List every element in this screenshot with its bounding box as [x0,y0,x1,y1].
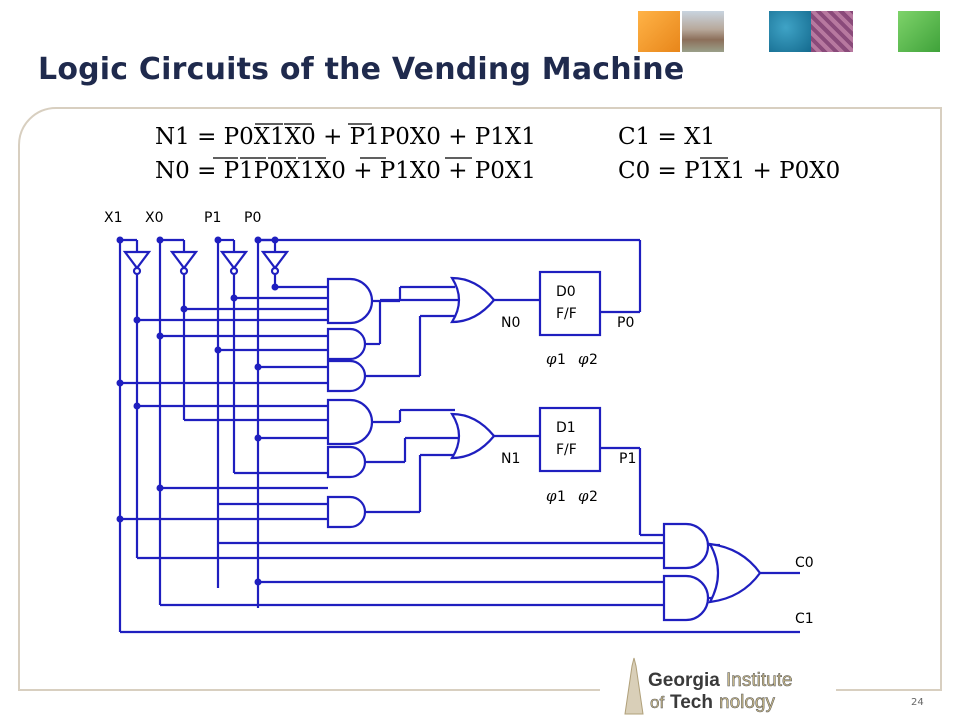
logo-text-georgia: Georgia [648,670,720,691]
flipflop-d1-name: D1 [556,420,576,436]
output-label-c0: C0 [795,555,814,571]
georgia-tech-logo: Georgia Institute of Tech nology [620,656,820,716]
or-gate-n1 [449,412,496,460]
flipflop-d0-clk2: 2 [589,352,598,368]
flipflop-d1 [538,406,602,473]
inverter-gates [122,250,290,276]
header-tile-circuit-photo [811,11,853,52]
input-rails [118,238,277,632]
logo-text-institute: Institute [726,670,793,691]
header-tile-blue [769,11,811,52]
phi-symbol-icon: φ [578,350,589,368]
header-tile-green [898,11,940,52]
input-label-x1: X1 [104,210,123,226]
slide-title: Logic Circuits of the Vending Machine [38,52,685,87]
equation-n0: N0 = P1P0X1X0 + P1X0 + P0X1 [155,158,536,184]
and-gates-c0 [662,522,710,622]
and-group-1-inputs [120,285,328,385]
page-number: 24 [911,697,924,708]
equation-n1: N1 = P0X1X0 + P1P0X0 + P1X1 [155,124,536,150]
or-gate-n0 [449,276,496,324]
equation-c1: C1 = X1 [618,124,715,150]
flipflop-d1-output-label: P1 [619,451,636,467]
and-gates-n1 [326,398,374,529]
and-to-or-n1-wires [365,408,540,514]
flipflop-d0-input-label: N0 [501,315,520,331]
phi-symbol-icon: φ [546,487,557,505]
svg-text:N0 = P1P0X1X0 + P1X0 + P0X1: N0 = P1P0X1X0 + P1X0 + P0X1 [155,158,536,184]
flipflop-d1-type: F/F [556,442,577,458]
input-label-p0: P0 [244,210,261,226]
phi-symbol-icon: φ [546,350,557,368]
flipflop-d1-clk1: 1 [557,489,566,505]
equation-overbars [213,123,728,159]
equation-c0: C0 = P1X1 + P0X0 [618,158,840,184]
svg-text:N1 = P0X1X0 + P1P0X0 + P1X1: N1 = P0X1X0 + P1P0X0 + P1X1 [155,124,536,150]
and-gates-n0 [326,277,374,393]
phi-symbol-icon: φ [578,487,589,505]
flipflop-d1-clk2: 2 [589,489,598,505]
tower-icon [624,657,644,715]
output-label-c1: C1 [795,611,814,627]
and-group-2-inputs [120,404,328,521]
and-to-or-n0-wires [365,285,540,378]
content-frame [18,107,942,691]
header-tile-orange [638,11,680,52]
flipflop-d0 [538,270,602,337]
flipflop-d0-clk1: 1 [557,352,566,368]
svg-text:C0 = P1X1 + P0X0: C0 = P1X1 + P0X0 [618,158,840,184]
input-label-p1: P1 [204,210,221,226]
header-tile-campus-photo [682,11,724,52]
output-logic-wires [120,446,800,634]
feedback-wire-p0 [258,238,642,314]
flipflop-d0-name: D0 [556,284,576,300]
junction-dots [116,236,279,586]
flipflop-d1-input-label: N1 [501,451,520,467]
flipflop-d0-type: F/F [556,306,577,322]
or-gate-c0 [707,542,762,604]
logo-text-nology: nology [719,692,775,713]
input-label-x0: X0 [145,210,164,226]
logo-text-tech: Tech [670,692,713,713]
svg-text:C1 = X1: C1 = X1 [618,124,715,150]
logo-text-of: of [650,693,664,712]
flipflop-d0-output-label: P0 [617,315,634,331]
